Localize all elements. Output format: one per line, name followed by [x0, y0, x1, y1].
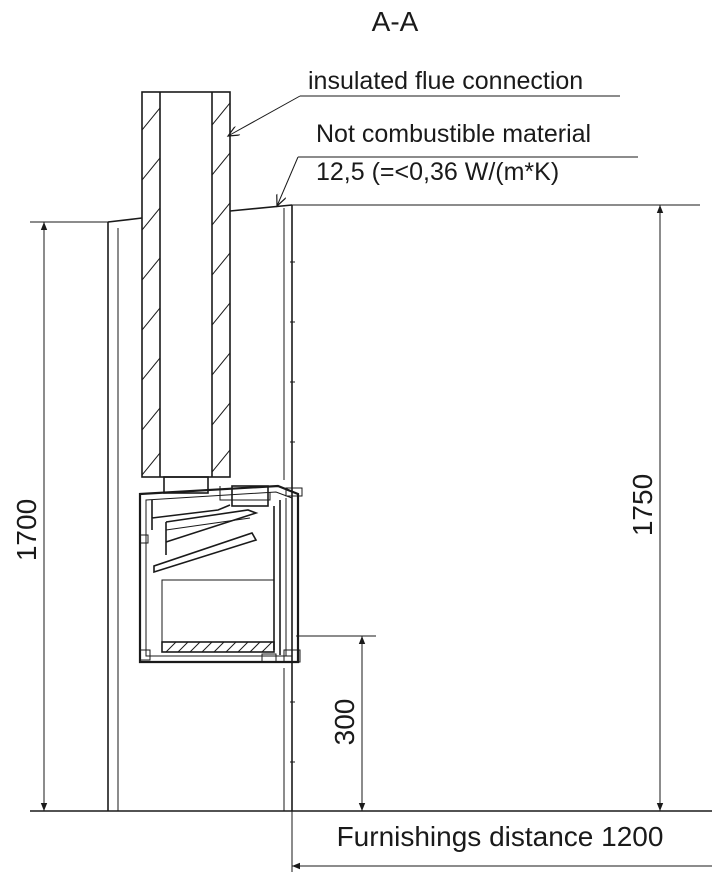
- dimension-300-label: 300: [329, 699, 360, 746]
- insulated-flue: [141, 91, 231, 478]
- dimension-300: [296, 635, 376, 811]
- material-label-line1: Not combustible material: [316, 120, 591, 148]
- flue-label: insulated flue connection: [308, 67, 583, 95]
- section-title: A-A: [372, 6, 419, 37]
- dimension-1750-label: 1750: [627, 474, 658, 536]
- dimension-1750: [292, 204, 700, 811]
- dimension-1700-label: 1700: [11, 499, 42, 561]
- enclosure: [107, 204, 295, 811]
- leader-flue: [228, 95, 620, 136]
- leader-material: [277, 156, 638, 206]
- dimension-1700: [30, 221, 108, 811]
- material-label-line2: 12,5 (=<0,36 W/(m*K): [316, 158, 559, 186]
- dimension-furnishings: [291, 811, 712, 872]
- stove-insert: [138, 476, 303, 664]
- furnishings-distance-label: Furnishings distance 1200: [337, 821, 664, 852]
